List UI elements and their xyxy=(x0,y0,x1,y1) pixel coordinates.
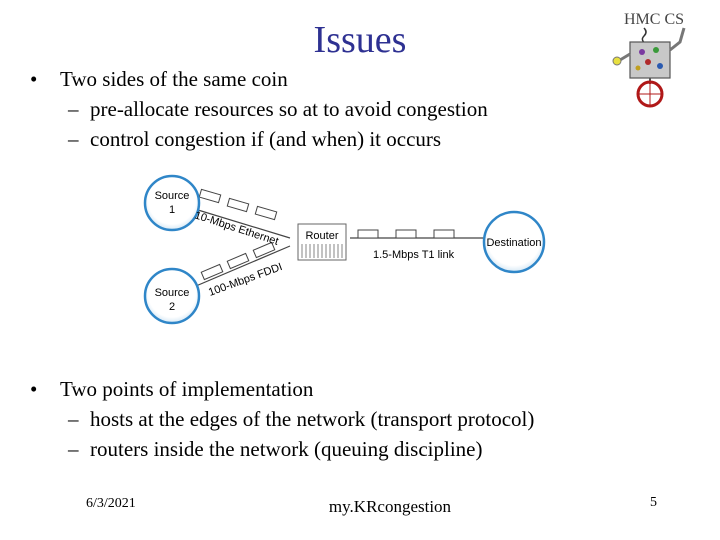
link-source2-router xyxy=(195,245,291,287)
subbullet-control: –control congestion if (and when) it occ… xyxy=(68,127,442,151)
destination-label: Destination xyxy=(486,237,541,249)
destination-node xyxy=(482,210,546,274)
packets-link2 xyxy=(200,241,276,281)
source2-node xyxy=(143,267,201,325)
source2-number: 2 xyxy=(169,301,175,313)
page-number: 5 xyxy=(650,495,657,510)
bottom-bullet-list: Two points of implementation –hosts at t… xyxy=(30,374,534,464)
packets-link3 xyxy=(357,229,455,239)
subbullet-preallocate: –pre-allocate resources so at to avoid c… xyxy=(68,97,488,121)
bullet-sides-of-coin: Two sides of the same coin xyxy=(30,64,488,94)
subbullet-routers: –routers inside the network (queuing dis… xyxy=(68,437,483,461)
link-source1-router xyxy=(197,209,291,239)
router-queue xyxy=(301,244,343,258)
subbullet-hosts: –hosts at the edges of the network (tran… xyxy=(68,407,535,431)
link3-label: 1.5-Mbps T1 link xyxy=(373,249,455,261)
packets-link1 xyxy=(198,188,278,221)
bullet-points-of-implementation: Two points of implementation xyxy=(30,374,534,404)
top-bullet-list: Two sides of the same coin –pre-allocate… xyxy=(30,64,488,154)
source1-node xyxy=(143,174,201,232)
network-diagram: Source 1 Source 2 Router Destination 10-… xyxy=(143,174,546,325)
source1-label: Source xyxy=(155,190,190,202)
router-label: Router xyxy=(305,230,338,242)
footer-date: 6/3/2021 xyxy=(86,496,136,511)
footer-filename: my.KRcongestion xyxy=(328,497,452,516)
slide-title: Issues xyxy=(313,19,407,61)
hmc-robot-logo-icon: HMC CS xyxy=(612,11,686,108)
source2-label: Source xyxy=(155,287,190,299)
svg-text:HMC CS: HMC CS xyxy=(624,11,684,28)
source1-number: 1 xyxy=(169,204,175,216)
